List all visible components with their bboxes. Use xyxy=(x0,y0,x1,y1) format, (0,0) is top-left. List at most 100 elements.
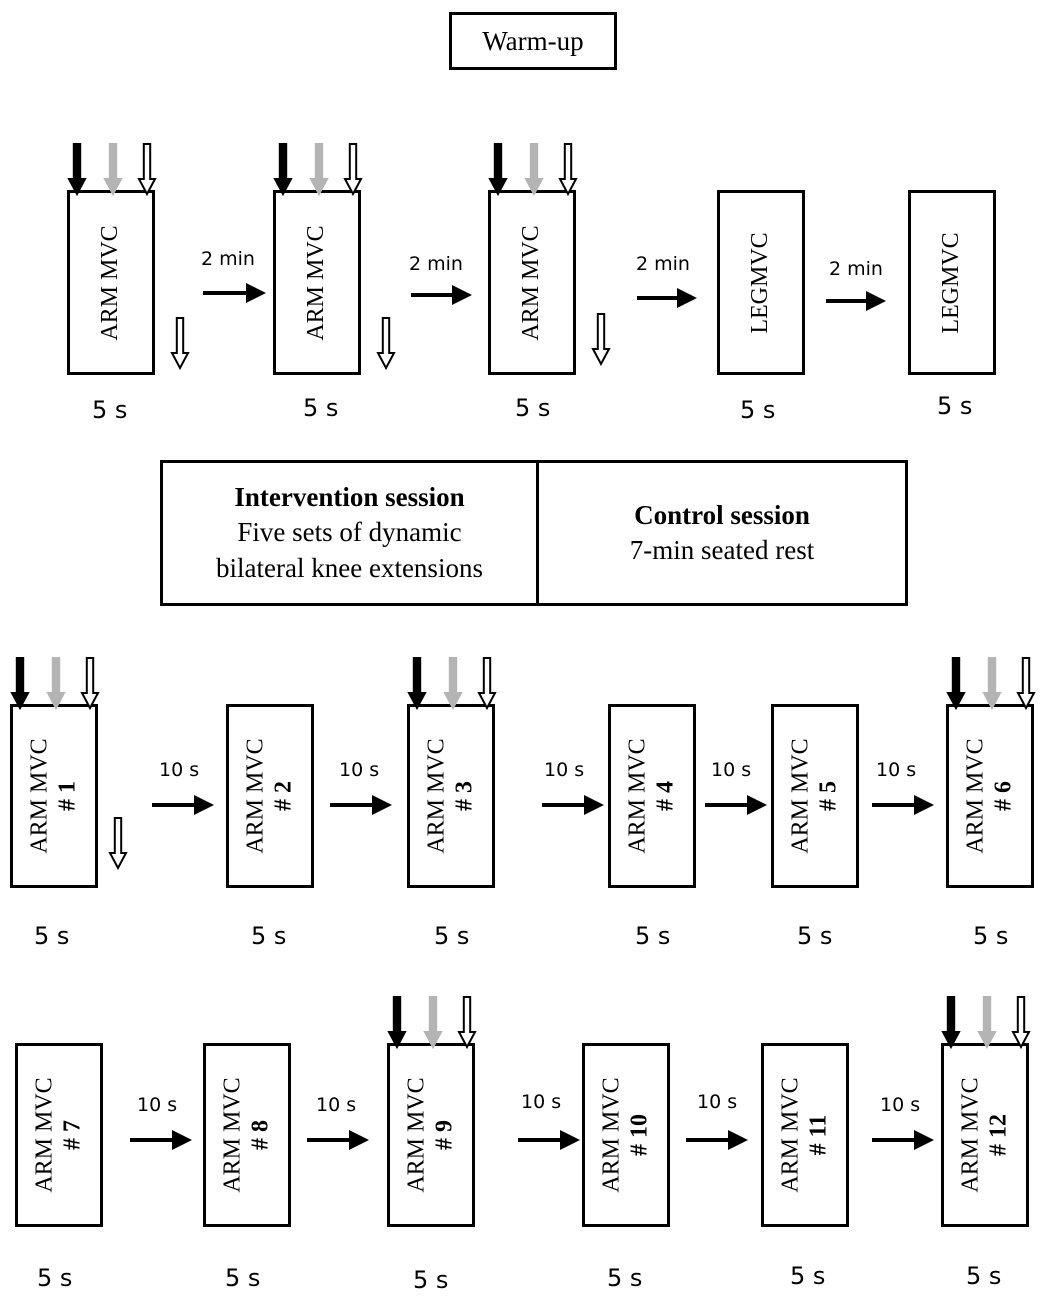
row1-block-2-white-arrow-icon xyxy=(343,143,363,197)
row4-duration-11: 5 s xyxy=(790,1262,826,1290)
row1-duration-2: 5 s xyxy=(303,394,339,422)
control-title: Control session xyxy=(634,499,810,530)
row3-block-3-white-arrow-icon xyxy=(477,657,497,711)
block-label: ARM MVC# 8 xyxy=(219,1077,273,1193)
block-number: # 10 xyxy=(626,1114,652,1157)
intervention-title: Intervention session xyxy=(234,482,465,513)
row3-block-1: ARM MVC# 1 xyxy=(10,704,98,888)
row1-block-3-white-arrow-icon xyxy=(558,143,578,197)
block-label: ARM MVC# 3 xyxy=(423,738,477,854)
row4-block-9-gray-arrow-icon xyxy=(423,996,443,1050)
row4-block-9-black-arrow-icon xyxy=(387,996,407,1050)
row1-block-2: ARM MVC xyxy=(273,190,361,375)
row4-duration-8: 5 s xyxy=(225,1264,261,1292)
block-label: ARM MVC# 9 xyxy=(403,1077,457,1193)
block-number: # 6 xyxy=(990,781,1016,812)
row1-block-1-side-white-arrow-icon xyxy=(170,317,190,371)
row1-block-2-side-white-arrow-icon xyxy=(376,317,396,371)
block-number: # 1 xyxy=(54,781,80,812)
block-label: ARM MVC# 7 xyxy=(31,1077,85,1193)
block-number: # 12 xyxy=(985,1114,1011,1157)
row4-block-9-white-arrow-icon xyxy=(457,996,477,1050)
row1-duration-5: 5 s xyxy=(937,392,973,420)
block-number: # 3 xyxy=(451,781,477,812)
block-label: ARM MVC# 10 xyxy=(598,1077,652,1193)
row1-interval-4: 2 min xyxy=(829,258,883,280)
row4-interval-5: 10 s xyxy=(880,1094,921,1116)
row1-duration-3: 5 s xyxy=(515,394,551,422)
row1-block-3-black-arrow-icon xyxy=(488,143,508,197)
row1-block-1-black-arrow-icon xyxy=(67,143,87,197)
block-label: LEGMVC xyxy=(938,231,965,334)
block-number: # 7 xyxy=(59,1120,85,1151)
warmup-title: Warm-up xyxy=(482,25,584,56)
row3-duration-2: 5 s xyxy=(251,922,287,950)
row1-block-1-gray-arrow-icon xyxy=(103,143,123,197)
block-label: ARM MVC# 11 xyxy=(777,1077,831,1193)
intervention-line-2: bilateral knee extensions xyxy=(216,552,483,583)
block-label: ARM MVC# 5 xyxy=(787,738,841,854)
row1-block-3: ARM MVC xyxy=(488,190,576,375)
block-number: # 2 xyxy=(270,781,296,812)
row3-block-6-white-arrow-icon xyxy=(1016,657,1036,711)
row1-block-2-gray-arrow-icon xyxy=(309,143,329,197)
row4-block-7: ARM MVC# 7 xyxy=(15,1043,103,1227)
row3-block-6-black-arrow-icon xyxy=(946,657,966,711)
row4-duration-9: 5 s xyxy=(413,1266,449,1294)
row4-duration-7: 5 s xyxy=(37,1264,73,1292)
block-label: ARM MVC xyxy=(518,224,545,341)
row3-block-1-side-white-arrow-icon xyxy=(108,817,128,871)
row1-block-5: LEGMVC xyxy=(908,190,996,375)
control-session: Control session 7-min seated rest xyxy=(539,463,905,603)
row3-block-5: ARM MVC# 5 xyxy=(771,704,859,888)
row1-duration-1: 5 s xyxy=(92,396,128,424)
row4-block-10: ARM MVC# 10 xyxy=(582,1043,670,1227)
row1-block-1: ARM MVC xyxy=(67,190,155,375)
block-label: ARM MVC# 12 xyxy=(957,1077,1011,1193)
row1-interval-3: 2 min xyxy=(636,253,690,275)
row3-block-1-black-arrow-icon xyxy=(10,657,30,711)
row3-duration-3: 5 s xyxy=(434,922,470,950)
row3-interval-2: 10 s xyxy=(339,759,380,781)
row1-block-1-white-arrow-icon xyxy=(137,143,157,197)
intervention-session: Intervention session Five sets of dynami… xyxy=(163,463,536,603)
row4-block-12-white-arrow-icon xyxy=(1011,996,1031,1050)
row1-block-3-side-white-arrow-icon xyxy=(591,313,611,367)
row4-block-9: ARM MVC# 9 xyxy=(387,1043,475,1227)
session-divider xyxy=(536,463,539,603)
block-label: ARM MVC xyxy=(97,224,124,341)
warmup-title-box: Warm-up xyxy=(449,12,617,70)
row3-block-3: ARM MVC# 3 xyxy=(407,704,495,888)
row4-block-12-black-arrow-icon xyxy=(941,996,961,1050)
block-label: ARM MVC xyxy=(303,224,330,341)
block-number: # 8 xyxy=(247,1120,273,1151)
session-box: Intervention session Five sets of dynami… xyxy=(160,460,908,606)
row3-block-3-gray-arrow-icon xyxy=(443,657,463,711)
row4-block-12: ARM MVC# 12 xyxy=(941,1043,1029,1227)
control-line-1: 7-min seated rest xyxy=(629,535,815,565)
block-number: # 9 xyxy=(431,1120,457,1151)
row3-block-6-gray-arrow-icon xyxy=(982,657,1002,711)
row3-interval-5: 10 s xyxy=(876,759,917,781)
block-number: # 11 xyxy=(805,1114,831,1156)
row3-block-6: ARM MVC# 6 xyxy=(946,704,1034,888)
row3-interval-1: 10 s xyxy=(159,759,200,781)
row4-duration-10: 5 s xyxy=(607,1264,643,1292)
row1-block-2-black-arrow-icon xyxy=(273,143,293,197)
block-label: ARM MVC# 1 xyxy=(26,738,80,854)
row3-duration-1: 5 s xyxy=(34,922,70,950)
row3-duration-5: 5 s xyxy=(797,922,833,950)
row4-block-12-gray-arrow-icon xyxy=(977,996,997,1050)
row3-duration-6: 5 s xyxy=(973,922,1009,950)
block-label: ARM MVC# 2 xyxy=(242,738,296,854)
row1-block-3-gray-arrow-icon xyxy=(524,143,544,197)
row3-interval-3: 10 s xyxy=(544,759,585,781)
row3-block-1-gray-arrow-icon xyxy=(46,657,66,711)
row3-block-4: ARM MVC# 4 xyxy=(608,704,696,888)
row1-interval-1: 2 min xyxy=(201,248,255,270)
row3-block-2: ARM MVC# 2 xyxy=(226,704,314,888)
block-label: ARM MVC# 4 xyxy=(624,738,678,854)
row3-block-1-white-arrow-icon xyxy=(80,657,100,711)
row1-block-4: LEGMVC xyxy=(717,190,805,375)
block-number: # 5 xyxy=(815,781,841,812)
